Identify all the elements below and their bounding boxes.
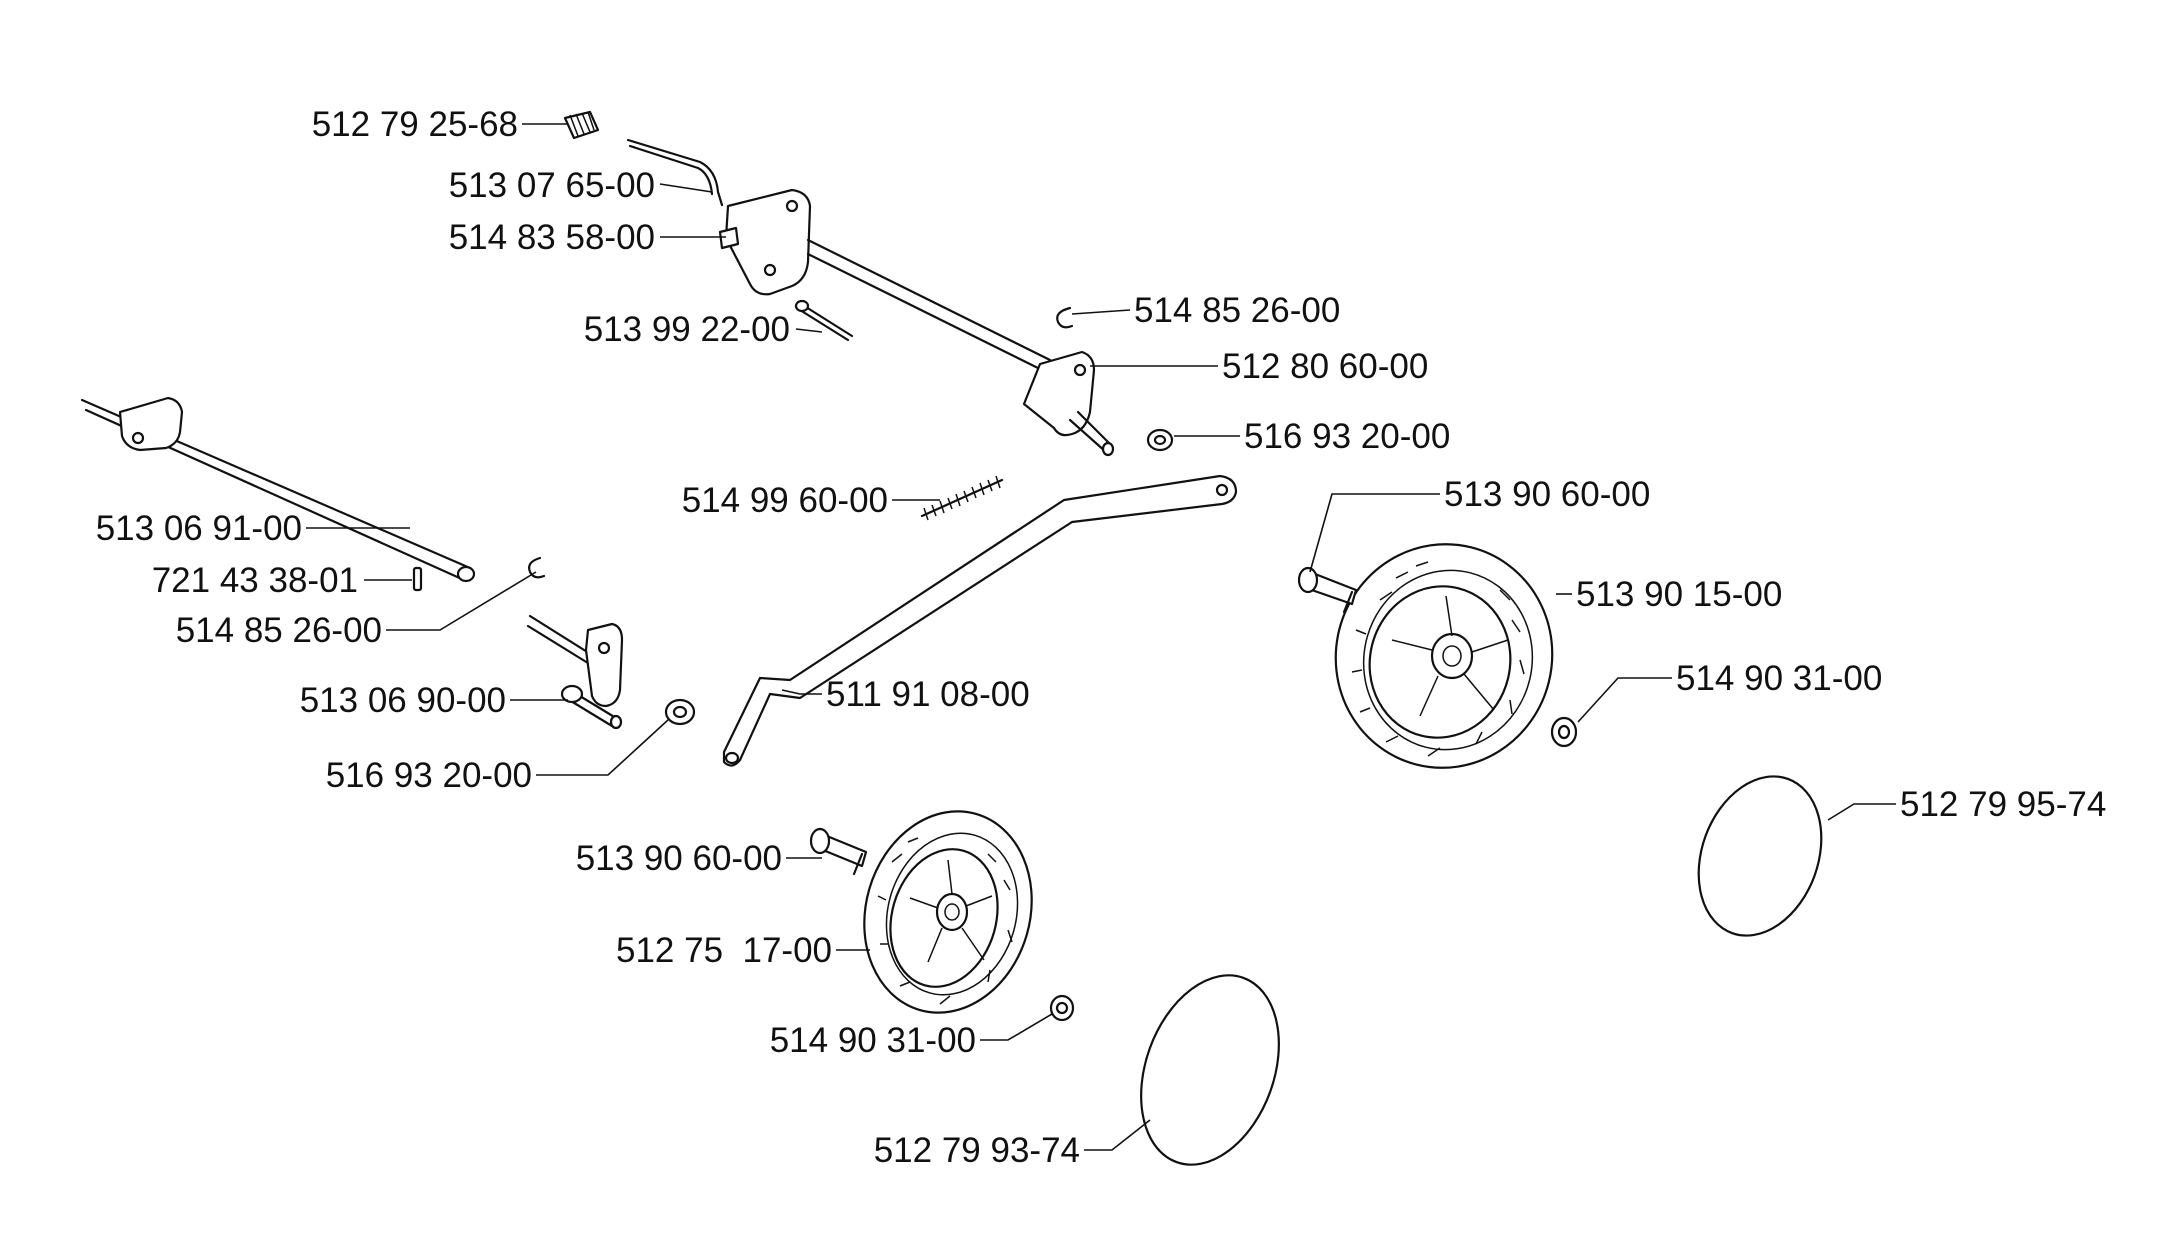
label-513-90-60-00-front: 513 90 60-00: [576, 839, 782, 878]
front-wheel-512-75-17-00: [863, 810, 1033, 1014]
axle-bolt-513-90-60-00-front: [809, 827, 868, 876]
label-512-80-60-00: 512 80 60-00: [1222, 347, 1428, 386]
clip-514-85-26-00-left: [528, 556, 546, 579]
bracket-513-06-90-00: [526, 614, 624, 730]
label-514-83-58-00: 514 83 58-00: [449, 218, 655, 257]
front-axle-513-06-91-00: [80, 396, 476, 583]
rear-wheel-513-90-15-00: [1334, 543, 1554, 769]
label-512-79-25-68: 512 79 25-68: [312, 105, 518, 144]
label-513-07-65-00: 513 07 65-00: [449, 166, 655, 205]
label-516-93-20-00-lower: 516 93 20-00: [326, 756, 532, 795]
label-513-90-15-00: 513 90 15-00: [1576, 575, 1782, 614]
washer-516-93-20-00-lower: [664, 698, 696, 726]
axle-bolt-513-90-60-00-rear: [1297, 566, 1358, 614]
label-513-90-60-00-rear: 513 90 60-00: [1444, 475, 1650, 514]
label-512-79-95-74: 512 79 95-74: [1900, 785, 2106, 824]
rear-axle-assembly: [626, 138, 1115, 457]
label-514-85-26-00-top: 514 85 26-00: [1134, 291, 1340, 330]
hubcap-512-79-93-74: [1140, 974, 1280, 1166]
clip-514-85-26-00-top: [1056, 306, 1074, 329]
leader-lines: [306, 123, 1896, 1151]
label-514-90-31-00-rear: 514 90 31-00: [1676, 659, 1882, 698]
label-512-75-17-00: 512 75 17-00: [616, 931, 832, 970]
part-labels: 512 79 25-68 513 07 65-00 514 83 58-00 5…: [96, 105, 2107, 1170]
label-513-99-22-00: 513 99 22-00: [584, 310, 790, 349]
label-512-79-93-74: 512 79 93-74: [874, 1131, 1080, 1170]
label-513-06-90-00: 513 06 90-00: [300, 681, 506, 720]
spring-part-512-79-25-68: [563, 110, 600, 140]
label-721-43-38-01: 721 43 38-01: [152, 561, 358, 600]
link-rod-511-91-08-00: [722, 474, 1238, 767]
label-514-90-31-00-front: 514 90 31-00: [770, 1021, 976, 1060]
nut-514-90-31-00-front: [1049, 994, 1075, 1022]
nut-514-90-31-00-rear: [1550, 716, 1578, 748]
label-514-99-60-00: 514 99 60-00: [682, 481, 888, 520]
hubcap-512-79-95-74: [1697, 775, 1823, 937]
label-514-85-26-00-left: 514 85 26-00: [176, 611, 382, 650]
cotter-pin-513-99-22-00: [794, 299, 854, 342]
pin-721-43-38-01: [412, 566, 423, 592]
label-513-06-91-00: 513 06 91-00: [96, 509, 302, 548]
washer-516-93-20-00-top: [1146, 428, 1174, 452]
spring-514-99-60-00: [920, 475, 1004, 521]
label-511-91-08-00: 511 91 08-00: [826, 675, 1030, 714]
label-516-93-20-00-top: 516 93 20-00: [1244, 417, 1450, 456]
